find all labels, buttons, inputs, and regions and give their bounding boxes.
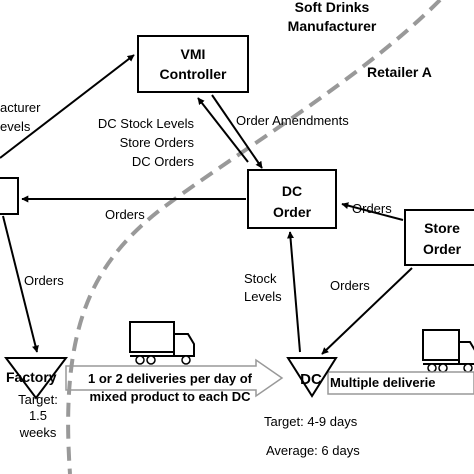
vmi-controller-label-line1: VMI (181, 46, 206, 62)
dc-label: DC (300, 371, 322, 388)
dc-node (286, 357, 338, 398)
arrow-vmi-to-dcorder (211, 94, 263, 169)
delivery-arrow-factory-to-dc (65, 358, 284, 398)
retailer-label: Retailer A (367, 64, 432, 80)
store-order-label-line2: Order (423, 241, 462, 257)
flow-orders-left: Orders (105, 207, 145, 222)
arrow-store-to-dcorder (341, 202, 404, 221)
factory-target-line3: weeks (19, 425, 57, 440)
flow-orders-down: Orders (24, 273, 64, 288)
factory-target-line2: 1.5 (29, 408, 47, 423)
left-partial-box (0, 177, 19, 215)
flow-dc-stock-levels: DC Stock Levels (98, 116, 195, 131)
factory-node (4, 357, 68, 400)
arrow-left-to-vmi (0, 54, 135, 159)
store-order-label-line1: Store (424, 220, 460, 236)
manufacturer-label-line2: Manufacturer (288, 18, 377, 34)
flow-stock-levels-line1: Stock (244, 271, 277, 286)
dc-average: Average: 6 days (266, 443, 360, 458)
truck-icon (422, 329, 474, 373)
dc-order-node: DC Order (247, 169, 337, 229)
left-partial-label-line1: acturer (0, 100, 41, 115)
arrow-left-to-factory (2, 215, 39, 353)
dc-target: Target: 4-9 days (264, 414, 358, 429)
delivery-text-line1: 1 or 2 deliveries per day of (88, 371, 253, 386)
flow-orders-store: Orders (352, 201, 392, 216)
delivery-text-dc-to-store: Multiple deliverie (330, 375, 435, 390)
vmi-controller-node: VMI Controller (137, 35, 249, 93)
arrow-store-to-dc (321, 267, 413, 355)
factory-label: Factory (6, 369, 57, 385)
dc-order-label-line2: Order (273, 204, 312, 220)
left-partial-label-line2: evels (0, 119, 31, 134)
arrow-dcorder-to-vmi (197, 97, 249, 163)
flow-order-amendments: Order Amendments (236, 113, 349, 128)
flow-orders-store-dc: Orders (330, 278, 370, 293)
delivery-arrow-dc-to-store (327, 371, 474, 395)
factory-target-line1: Target: (18, 392, 58, 407)
dc-order-label-line1: DC (282, 183, 302, 199)
delivery-text-line2: mixed product to each DC (89, 389, 251, 404)
arrow-dc-to-dcorder (287, 231, 301, 353)
flow-dc-orders: DC Orders (132, 154, 195, 169)
vmi-controller-label-line2: Controller (160, 66, 227, 82)
truck-icon (129, 321, 195, 365)
flow-stock-levels-line2: Levels (244, 289, 282, 304)
store-order-node: Store Order (404, 209, 474, 266)
flow-store-orders: Store Orders (120, 135, 195, 150)
manufacturer-label-line1: Soft Drinks (295, 0, 370, 15)
